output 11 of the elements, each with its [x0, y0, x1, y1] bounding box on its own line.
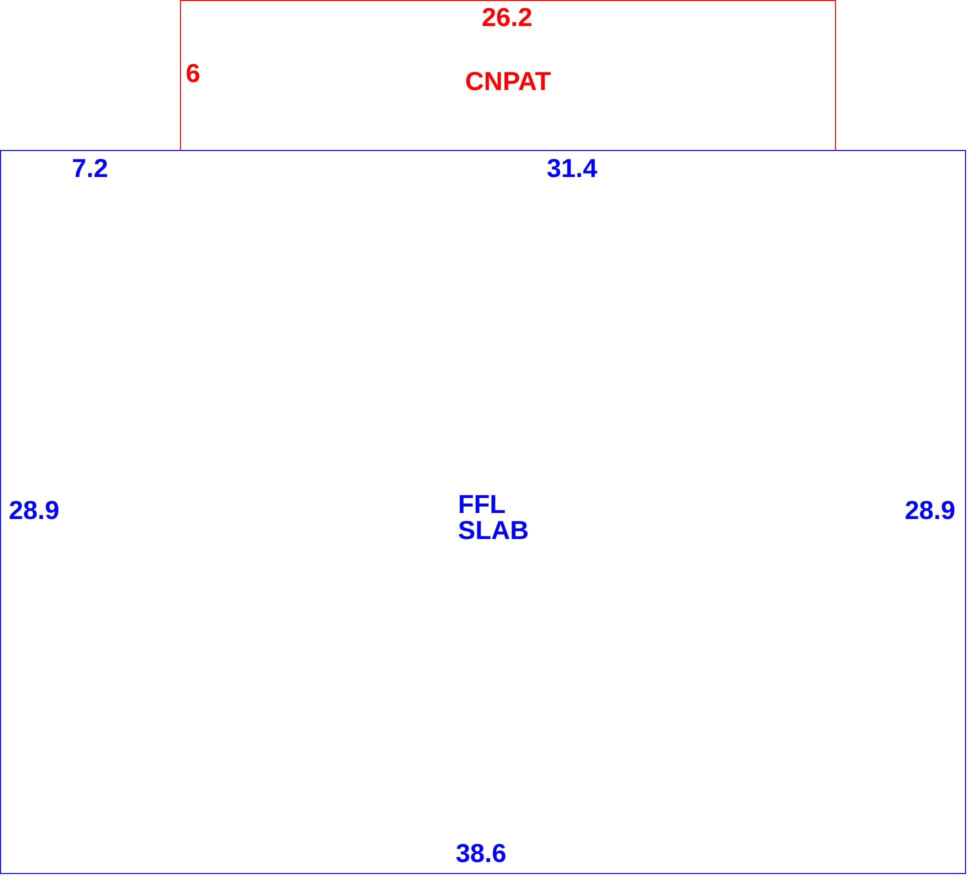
dimension-label: 31.4: [546, 155, 598, 181]
plan-area-outline: [180, 0, 836, 151]
dimension-label: 26.2: [482, 4, 532, 30]
dimension-label: 7.2: [72, 155, 108, 181]
area-label: CNPAT: [465, 68, 551, 94]
dimension-label: 28.9: [8, 497, 60, 523]
plan-area-outline: [0, 150, 966, 874]
dimension-label: 6: [186, 60, 200, 86]
dimension-label: 38.6: [456, 840, 506, 866]
area-label: FFL SLAB: [458, 491, 529, 543]
dimension-label: 28.9: [904, 497, 956, 523]
